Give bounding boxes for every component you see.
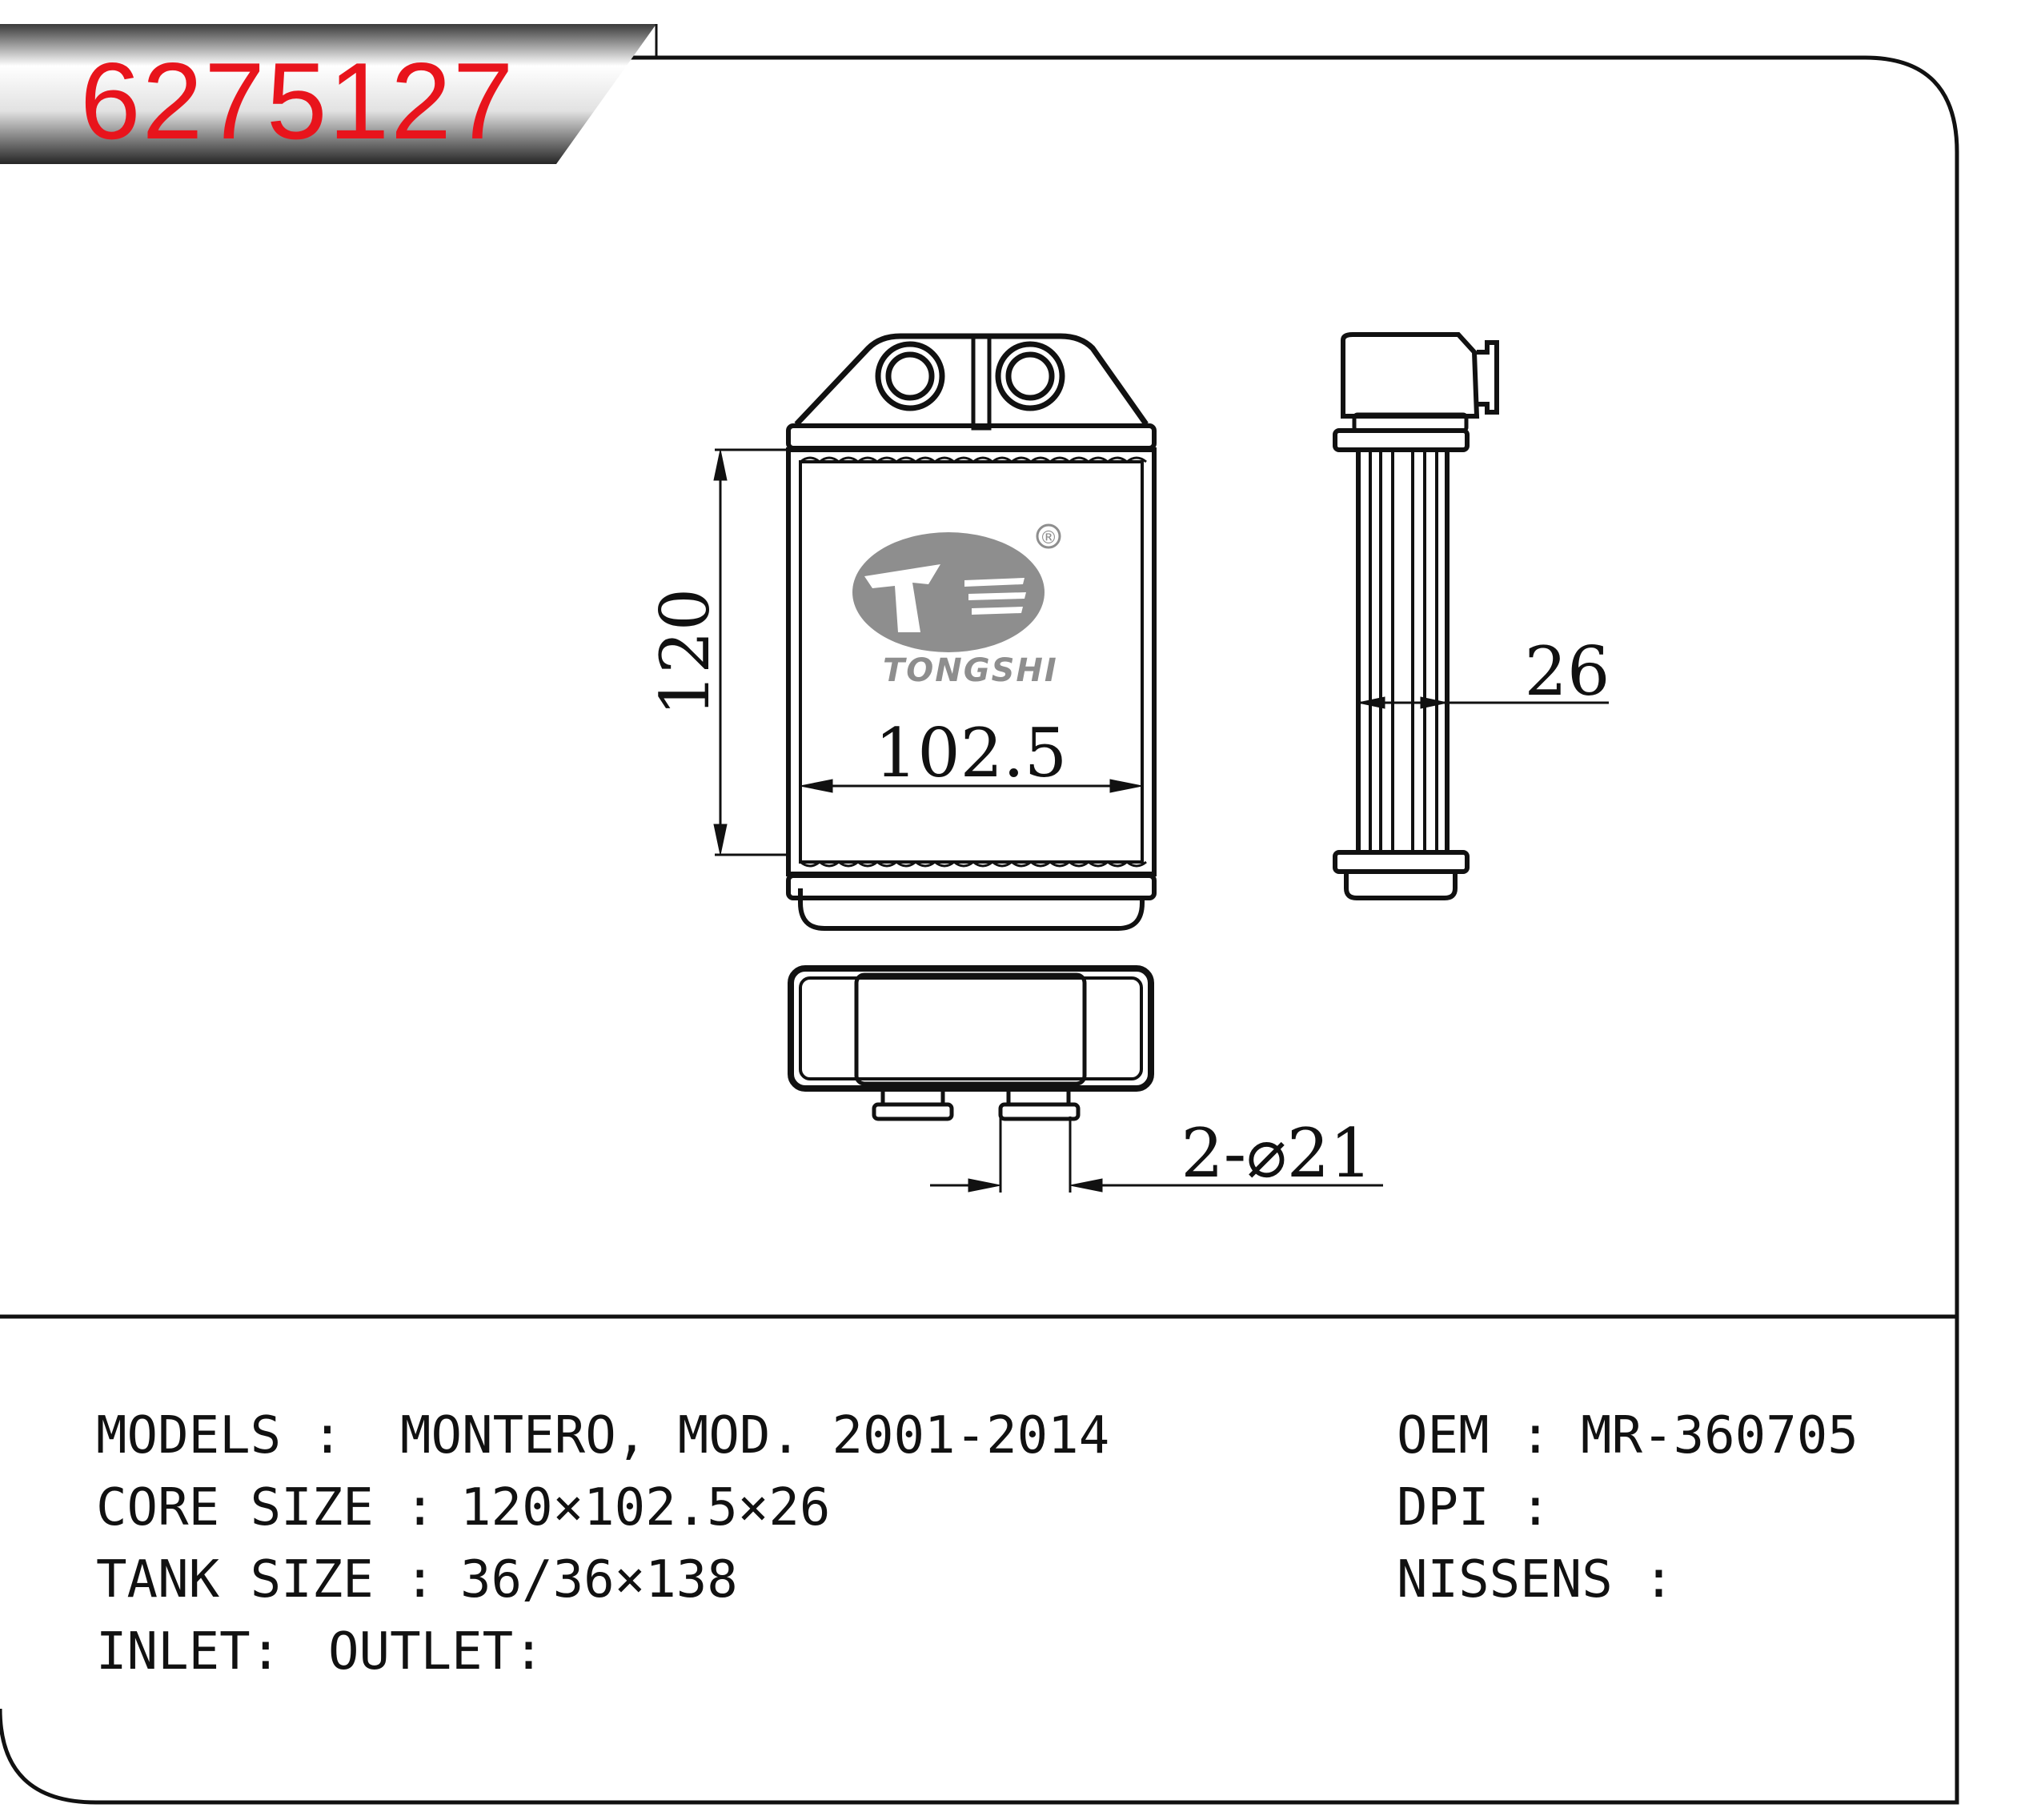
- pipe-dimension: [930, 1116, 1383, 1193]
- models-value: MONTERO, MOD. 2001-2014: [400, 1406, 1110, 1465]
- side-pipe-stub: [1477, 340, 1499, 415]
- outer-frame: [0, 55, 1959, 1805]
- registered-mark: ®: [1040, 528, 1057, 548]
- height-dimension-label: 120: [646, 588, 724, 716]
- depth-dimension: [1357, 696, 1609, 709]
- header-banner: [0, 24, 656, 164]
- width-dimension: [800, 779, 1143, 793]
- outlet-pipe-ring: [995, 341, 1065, 411]
- front-view: [786, 333, 1157, 931]
- registered-mark-circle: [1036, 523, 1061, 549]
- tank-size-value: 36/36×138: [460, 1550, 738, 1610]
- depth-dimension-label: 26: [1525, 632, 1610, 711]
- core-size-label: CORE SIZE :: [96, 1478, 435, 1537]
- inlet-label: INLET:: [96, 1622, 282, 1682]
- bottom-view: [788, 965, 1154, 1121]
- bottom-tank: [798, 888, 1145, 931]
- models-label: MODELS :: [96, 1406, 343, 1465]
- part-number: 6275127: [80, 40, 515, 162]
- side-view: [1333, 332, 1499, 900]
- height-dimension: [713, 448, 788, 856]
- brand-name: TONGSHI: [883, 652, 1058, 689]
- nissens-label: NISSENS :: [1397, 1550, 1674, 1610]
- tank-size-label: TANK SIZE :: [96, 1550, 435, 1610]
- outlet-label: OUTLET:: [328, 1622, 544, 1682]
- brand-logo: [852, 523, 1061, 652]
- width-dimension-label: 102.5: [875, 714, 1067, 792]
- pipe-dimension-label: 2-⌀21: [1181, 1114, 1372, 1193]
- dpi-label: DPI :: [1397, 1478, 1551, 1537]
- inlet-pipe-ring: [875, 341, 945, 411]
- core-size-value: 120×102.5×26: [460, 1478, 831, 1537]
- oem-value: MR-360705: [1581, 1406, 1859, 1465]
- oem-label: OEM :: [1397, 1406, 1551, 1465]
- bottom-header-plate: [786, 873, 1157, 900]
